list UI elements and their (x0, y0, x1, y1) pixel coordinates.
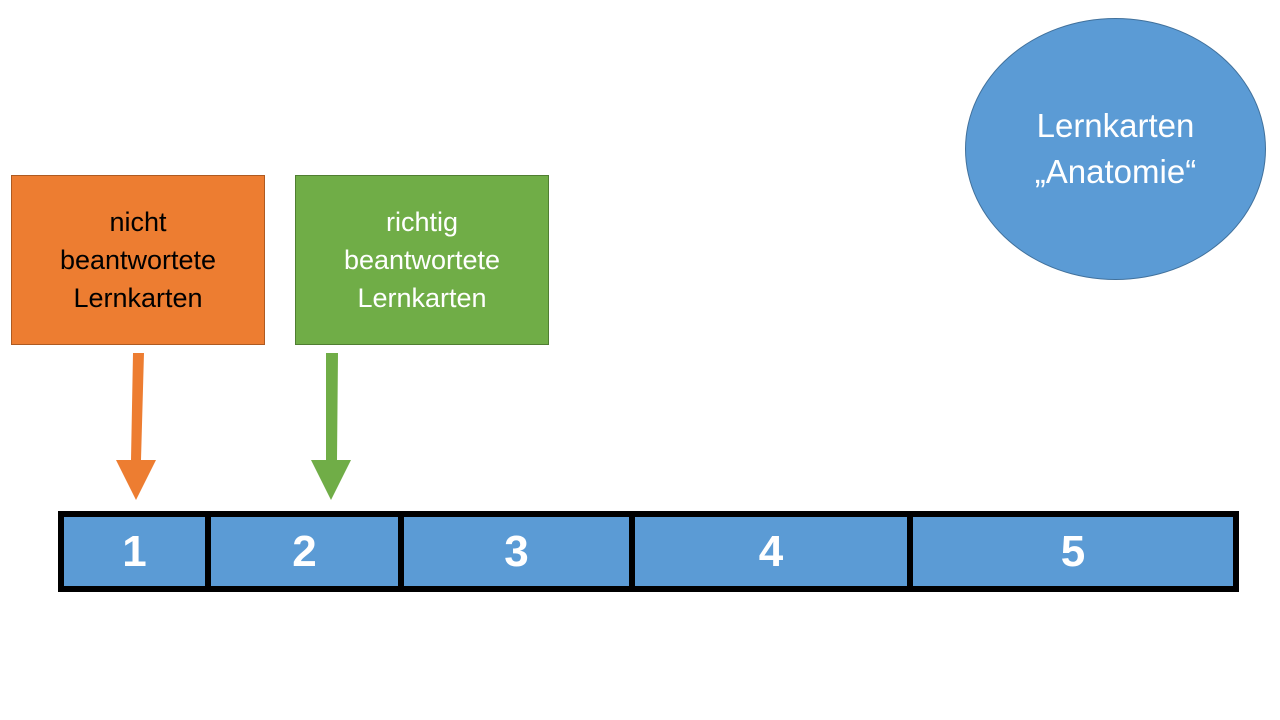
compartment-5: 5 (913, 517, 1233, 586)
orange-arrow (116, 353, 156, 500)
unanswered-cards-box: nicht beantwortete Lernkarten (11, 175, 265, 345)
correct-cards-label-line-1: richtig (385, 207, 458, 237)
deck-label-line-2: „Anatomie“ (1034, 153, 1197, 190)
green-arrow (311, 353, 351, 500)
compartment-3: 3 (404, 517, 629, 586)
compartment-2: 2 (211, 517, 398, 586)
compartment-4: 4 (635, 517, 907, 586)
compartment-1: 1 (64, 517, 205, 586)
unanswered-cards-label-line-3: Lernkarten (73, 283, 203, 313)
correct-cards-label-line-2: beantwortete (343, 245, 501, 275)
deck-label-line-1: Lernkarten (1036, 107, 1195, 144)
unanswered-cards-label-line-2: beantwortete (59, 245, 217, 275)
deck-circle: Lernkarten „Anatomie“ (965, 18, 1266, 280)
correct-cards-box: richtig beantwortete Lernkarten (295, 175, 549, 345)
compartment-bar: 1 2 3 4 5 (58, 511, 1239, 592)
correct-cards-label-line-3: Lernkarten (357, 283, 487, 313)
unanswered-cards-label-line-1: nicht (109, 207, 167, 237)
